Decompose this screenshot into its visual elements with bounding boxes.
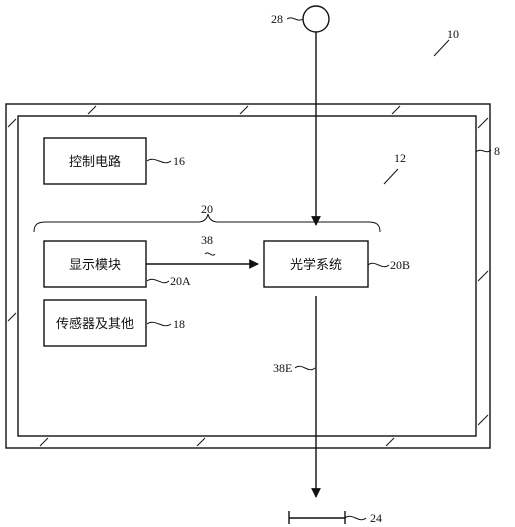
ref-sensors: 18: [173, 317, 185, 331]
leader-lines: [146, 17, 492, 521]
ref-optical-system: 20B: [390, 258, 410, 272]
eye-box: [288, 511, 346, 524]
sensors-label: 传感器及其他: [56, 316, 134, 332]
optical-system-box: [263, 240, 369, 288]
housing-hatching: [7, 105, 489, 447]
display-module-label: 显示模块: [69, 258, 121, 273]
ref-display-system: 20: [201, 202, 213, 216]
optical-system-label: 光学系统: [290, 257, 342, 273]
input-element-circle: [302, 5, 330, 33]
housing-outer-frame: [5, 103, 491, 449]
ref-image-light: 38: [201, 233, 213, 247]
control-circuit-label: 控制电路: [69, 154, 121, 170]
ref-housing: 8: [494, 144, 500, 158]
ref-eye-box: 24: [370, 511, 382, 525]
ref-exit-light: 38E: [273, 361, 292, 375]
ref-control-circuit: 16: [173, 154, 185, 168]
ref-input: 28: [271, 12, 283, 26]
display-system-brace: [33, 213, 381, 233]
housing-inner-frame: [17, 115, 477, 437]
ref-display-module: 20A: [170, 274, 191, 288]
ref-device: 10: [447, 27, 459, 41]
control-circuit-box: [43, 137, 147, 185]
ref-interior: 12: [394, 151, 406, 165]
sensors-box: [43, 299, 147, 347]
